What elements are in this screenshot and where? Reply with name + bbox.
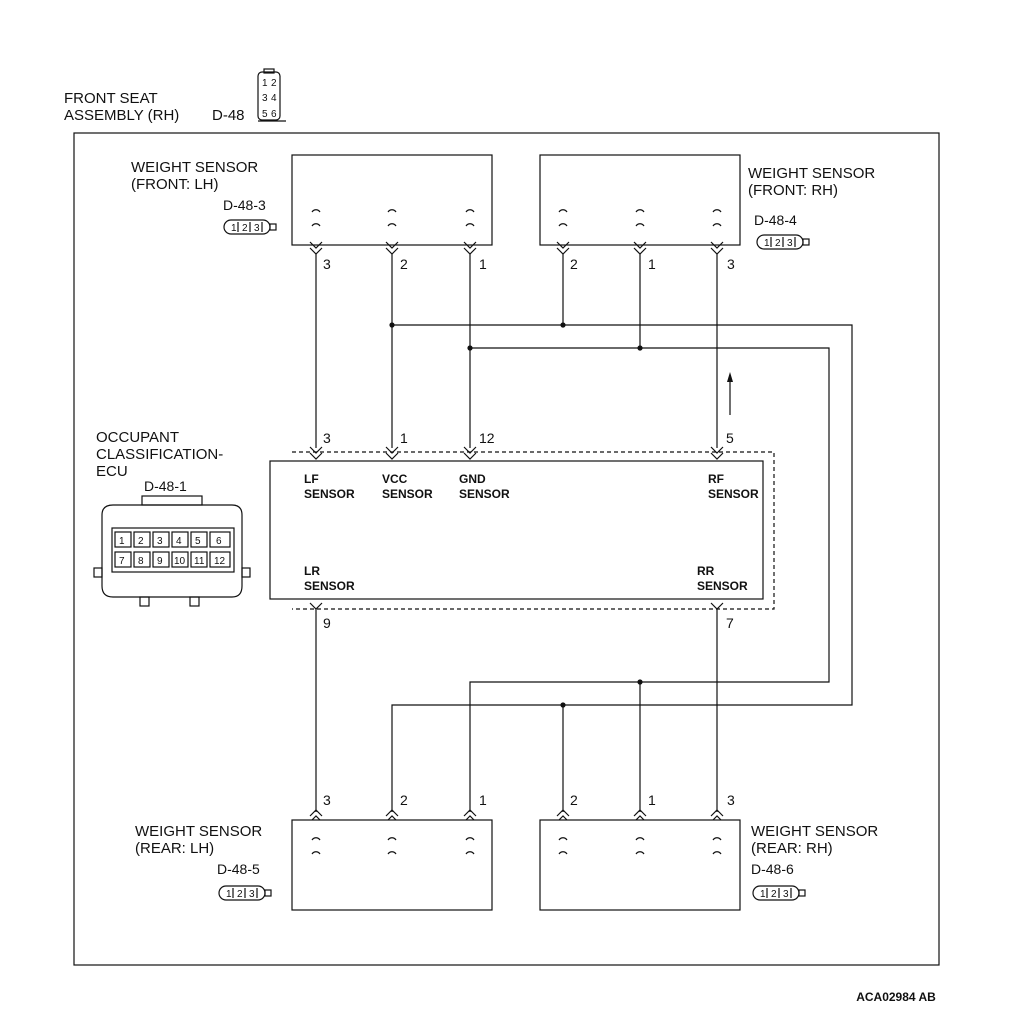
front-rh-sensor-box bbox=[539, 154, 741, 246]
ecu-box bbox=[269, 460, 764, 600]
terminal-vcc-label: VCC bbox=[382, 472, 408, 486]
rear-lh-connector-id: D-48-5 bbox=[217, 861, 260, 877]
rear-lh-pin-2: 2 bbox=[400, 792, 408, 808]
front-rh-pin-1: 1 bbox=[648, 256, 656, 272]
svg-text:7: 7 bbox=[119, 556, 125, 567]
rear-lh-connector-icon: 1 2 3 bbox=[218, 885, 272, 901]
rear-lh-pin-1: 1 bbox=[479, 792, 487, 808]
rear-rh-pin-1: 1 bbox=[648, 792, 656, 808]
svg-text:5: 5 bbox=[262, 109, 268, 120]
svg-text:3: 3 bbox=[787, 238, 793, 249]
assembly-frame bbox=[73, 132, 940, 966]
svg-text:6: 6 bbox=[271, 109, 277, 120]
terminal-lr-sensor: SENSOR bbox=[304, 579, 355, 593]
svg-text:2: 2 bbox=[271, 78, 277, 89]
ecu-title-line3: ECU bbox=[96, 463, 128, 480]
front-lh-sensor-title: WEIGHT SENSOR bbox=[131, 159, 258, 176]
terminal-rr-sensor: SENSOR bbox=[697, 579, 748, 593]
assembly-connector-icon: 1 2 3 4 5 6 bbox=[257, 68, 286, 122]
svg-text:2: 2 bbox=[138, 536, 144, 547]
svg-text:1: 1 bbox=[119, 536, 125, 547]
rear-rh-sensor-position: (REAR: RH) bbox=[751, 840, 833, 857]
svg-text:3: 3 bbox=[157, 536, 163, 547]
svg-text:2: 2 bbox=[242, 223, 248, 234]
svg-text:5: 5 bbox=[195, 536, 201, 547]
ecu-pin-vcc: 1 bbox=[400, 430, 408, 446]
ecu-pin-lr: 9 bbox=[323, 615, 331, 631]
svg-text:2: 2 bbox=[771, 889, 777, 900]
front-lh-pin-3: 3 bbox=[323, 256, 331, 272]
front-rh-connector-icon: 1 2 3 bbox=[756, 234, 810, 250]
svg-text:4: 4 bbox=[271, 93, 277, 104]
svg-text:1: 1 bbox=[764, 238, 770, 249]
rear-rh-connector-icon: 1 2 3 bbox=[752, 885, 806, 901]
svg-text:8: 8 bbox=[138, 556, 144, 567]
terminal-lf-sensor: SENSOR bbox=[304, 487, 355, 501]
assembly-label-line2: ASSEMBLY (RH) bbox=[64, 107, 179, 124]
rear-rh-pin-3: 3 bbox=[727, 792, 735, 808]
front-lh-pin-1: 1 bbox=[479, 256, 487, 272]
terminal-gnd-sensor: SENSOR bbox=[459, 487, 510, 501]
terminal-rr-label: RR bbox=[697, 564, 715, 578]
svg-text:3: 3 bbox=[783, 889, 789, 900]
svg-text:4: 4 bbox=[176, 536, 182, 547]
ecu-pin-rr: 7 bbox=[726, 615, 734, 631]
rear-rh-connector-id: D-48-6 bbox=[751, 861, 794, 877]
rear-rh-pin-2: 2 bbox=[570, 792, 578, 808]
front-rh-connector-id: D-48-4 bbox=[754, 212, 797, 228]
signal-arrow-icon bbox=[727, 372, 733, 415]
svg-text:2: 2 bbox=[775, 238, 781, 249]
front-rh-pin-3: 3 bbox=[727, 256, 735, 272]
rear-lh-sensor-position: (REAR: LH) bbox=[135, 840, 214, 857]
ecu-dashed-outline bbox=[292, 451, 775, 610]
ecu-pin-lf: 3 bbox=[323, 430, 331, 446]
svg-text:1: 1 bbox=[262, 78, 268, 89]
assembly-label-line1: FRONT SEAT bbox=[64, 90, 158, 107]
front-lh-sensor-box bbox=[291, 154, 493, 246]
terminal-lf-label: LF bbox=[304, 472, 319, 486]
front-lh-sensor-position: (FRONT: LH) bbox=[131, 176, 219, 193]
ecu-connector-icon: 1 2 3 4 5 6 7 8 9 10 11 12 bbox=[93, 495, 251, 607]
ecu-title-line2: CLASSIFICATION- bbox=[96, 446, 223, 463]
front-rh-sensor-position: (FRONT: RH) bbox=[748, 182, 838, 199]
svg-text:1: 1 bbox=[760, 889, 766, 900]
front-lh-connector-icon: 1 2 3 bbox=[223, 219, 277, 235]
svg-text:11: 11 bbox=[194, 556, 205, 567]
front-lh-pin-2: 2 bbox=[400, 256, 408, 272]
rear-lh-pin-3: 3 bbox=[323, 792, 331, 808]
ecu-title-line1: OCCUPANT bbox=[96, 429, 179, 446]
ecu-pin-rf: 5 bbox=[726, 430, 734, 446]
front-rh-pin-2: 2 bbox=[570, 256, 578, 272]
front-rh-sensor-title: WEIGHT SENSOR bbox=[748, 165, 875, 182]
terminal-rf-label: RF bbox=[708, 472, 724, 486]
assembly-label: FRONT SEAT ASSEMBLY (RH) D-48 bbox=[64, 90, 245, 124]
rear-lh-sensor-box bbox=[291, 819, 493, 911]
svg-text:1: 1 bbox=[231, 223, 237, 234]
ecu-pin-gnd: 12 bbox=[479, 430, 495, 446]
svg-text:9: 9 bbox=[157, 556, 163, 567]
terminal-lr-label: LR bbox=[304, 564, 320, 578]
gnd-bus bbox=[469, 347, 830, 812]
svg-text:1: 1 bbox=[226, 889, 232, 900]
front-lh-connector-id: D-48-3 bbox=[223, 197, 266, 213]
assembly-connector-id: D-48 bbox=[212, 107, 245, 124]
rear-rh-sensor-box bbox=[539, 819, 741, 911]
svg-text:10: 10 bbox=[174, 556, 186, 567]
terminal-rf-sensor: SENSOR bbox=[708, 487, 759, 501]
ecu-connector-id: D-48-1 bbox=[144, 478, 187, 494]
svg-text:3: 3 bbox=[262, 93, 268, 104]
svg-text:3: 3 bbox=[249, 889, 255, 900]
rear-lh-sensor-title: WEIGHT SENSOR bbox=[135, 823, 262, 840]
terminal-vcc-sensor: SENSOR bbox=[382, 487, 433, 501]
terminal-gnd-label: GND bbox=[459, 472, 486, 486]
svg-text:12: 12 bbox=[214, 556, 226, 567]
svg-text:2: 2 bbox=[237, 889, 243, 900]
svg-text:6: 6 bbox=[216, 536, 222, 547]
vcc-bus bbox=[391, 324, 853, 812]
svg-text:3: 3 bbox=[254, 223, 260, 234]
rear-rh-sensor-title: WEIGHT SENSOR bbox=[751, 823, 878, 840]
figure-code: ACA02984 AB bbox=[856, 990, 936, 1004]
